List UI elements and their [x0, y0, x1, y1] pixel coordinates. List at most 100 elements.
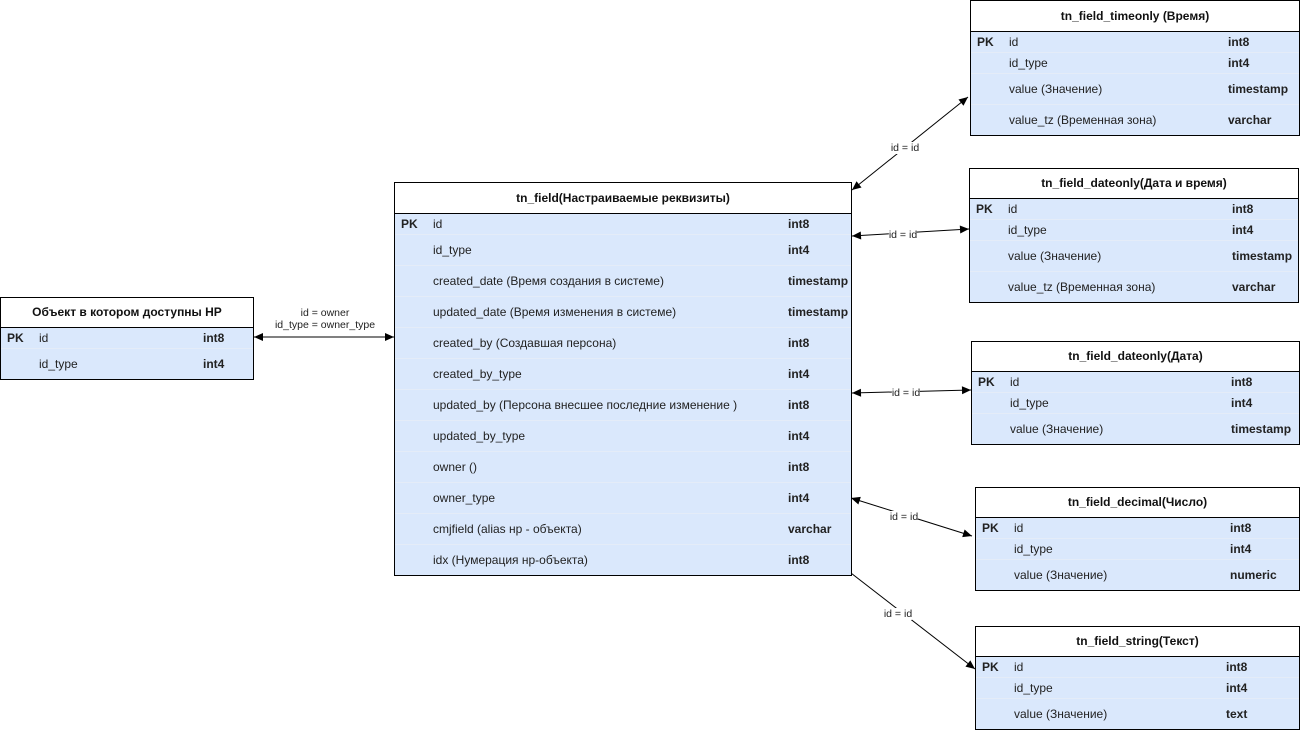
primary-key-marker: PK: [982, 660, 999, 674]
table-title: Объект в котором доступны НР: [1, 298, 253, 328]
table-title: tn_field_string(Текст): [976, 627, 1299, 657]
column-type: timestamp: [788, 274, 849, 288]
column-row[interactable]: value (Значение)numeric: [976, 560, 1299, 590]
table-title: tn_field_dateonly(Дата): [972, 342, 1299, 372]
table-title: tn_field_timeonly (Время): [971, 1, 1299, 32]
column-row[interactable]: value_tz (Временная зона)varchar: [970, 272, 1298, 302]
column-type: int4: [1226, 681, 1248, 695]
primary-key-marker: PK: [977, 35, 994, 49]
column-row[interactable]: created_by (Создавшая персона)int8: [395, 328, 851, 359]
column-divider: [781, 421, 782, 451]
column-name: value (Значение): [1008, 249, 1102, 263]
column-row[interactable]: value (Значение) timestamp: [970, 241, 1298, 272]
column-row[interactable]: value (Значение) text: [976, 699, 1299, 729]
column-row[interactable]: PK id int8: [976, 657, 1299, 678]
column-type: int4: [788, 491, 810, 505]
column-type: int8: [1228, 35, 1250, 49]
table-title: tn_field(Настраиваемые реквизиты): [395, 183, 851, 214]
column-name: id_type: [433, 243, 472, 257]
relation-label-object: id = owner id_type = owner_type: [274, 307, 376, 331]
relation-label-date: id = id: [891, 387, 921, 399]
arrowhead-icon: [961, 386, 971, 395]
column-name: created_by (Создавшая персона): [433, 336, 617, 350]
column-name: value (Значение): [1014, 707, 1108, 721]
column-row[interactable]: owner_type int4: [395, 483, 851, 514]
column-row[interactable]: value (Значение)timestamp: [971, 74, 1299, 105]
column-row[interactable]: updated_by (Персона внесшее последние из…: [395, 390, 851, 421]
primary-key-marker: PK: [401, 217, 418, 231]
column-type: timestamp: [1228, 82, 1289, 96]
column-type: int4: [1231, 396, 1253, 410]
column-name: id: [1014, 660, 1024, 674]
column-row[interactable]: id_type int4: [395, 235, 851, 266]
column-type: timestamp: [788, 305, 849, 319]
column-name: owner (): [433, 460, 478, 474]
column-name: id: [1010, 375, 1020, 389]
column-name: id: [433, 217, 443, 231]
column-type: int4: [203, 357, 225, 371]
arrowhead-icon: [965, 660, 975, 669]
column-name: id: [1009, 35, 1019, 49]
arrowhead-icon: [959, 225, 969, 234]
column-type: int4: [1232, 223, 1254, 237]
column-type: int4: [788, 429, 810, 443]
table-timeonly[interactable]: tn_field_timeonly (Время) PK id int8 id_type…: [970, 0, 1300, 136]
column-type: int8: [788, 460, 810, 474]
column-name: id_type: [1008, 223, 1047, 237]
column-type: timestamp: [1232, 249, 1293, 263]
column-row[interactable]: owner () int8: [395, 452, 851, 483]
column-row[interactable]: PK id int8: [971, 32, 1299, 53]
table-title: tn_field_decimal(Число): [976, 488, 1299, 518]
column-divider: [781, 483, 782, 513]
column-type: varchar: [1232, 280, 1276, 294]
column-type: int8: [203, 331, 225, 345]
column-row[interactable]: created_date (Время создания в системе)t…: [395, 266, 851, 297]
column-row[interactable]: idx (Нумерация нр-объекта)int8: [395, 545, 851, 575]
column-type: int4: [1228, 56, 1250, 70]
column-type: varchar: [1228, 113, 1272, 127]
arrowhead-icon: [254, 333, 263, 341]
column-row[interactable]: cmjfield (alias нр - объекта) varchar: [395, 514, 851, 545]
column-type: varchar: [788, 522, 832, 536]
column-divider: [781, 266, 782, 296]
column-type: text: [1226, 707, 1248, 721]
arrowhead-icon: [385, 333, 394, 341]
column-name: id: [1014, 521, 1024, 535]
relation-label-timeonly: id = id: [890, 142, 920, 154]
relation-label-string: id = id: [883, 608, 913, 620]
column-name: id: [39, 331, 49, 345]
column-row[interactable]: updated_date (Время изменения в системе)…: [395, 297, 851, 328]
column-row[interactable]: value_tz (Временная зона)varchar: [971, 105, 1299, 135]
column-row[interactable]: id_type int4: [970, 220, 1298, 241]
column-divider: [781, 514, 782, 544]
column-type: int8: [1230, 521, 1252, 535]
column-name: cmjfield (alias нр - объекта): [433, 522, 582, 536]
column-type: numeric: [1230, 568, 1277, 582]
column-name: owner_type: [433, 491, 496, 505]
column-row[interactable]: value (Значение)timestamp: [972, 414, 1299, 444]
column-type: int4: [788, 243, 810, 257]
column-name: value (Значение): [1010, 422, 1104, 436]
column-type: int8: [1226, 660, 1248, 674]
table-field[interactable]: tn_field(Настраиваемые реквизиты) PK id int…: [394, 182, 852, 576]
arrowhead-icon: [852, 388, 862, 397]
column-divider: [781, 545, 782, 575]
column-name: idx (Нумерация нр-объекта): [433, 553, 588, 567]
